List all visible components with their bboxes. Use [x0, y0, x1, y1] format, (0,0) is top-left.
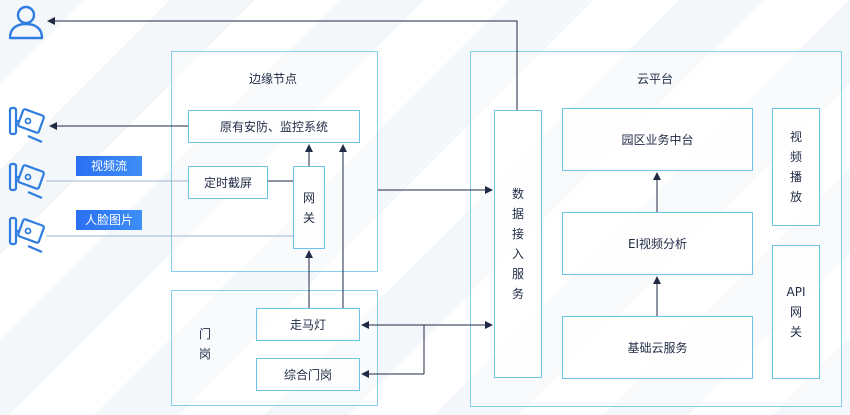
- api-gateway-char: 网: [789, 305, 802, 319]
- ei-video-box[interactable]: [562, 212, 753, 275]
- api-gateway-char: 关: [789, 325, 802, 339]
- video-play-label: 视 频 播 放: [772, 108, 820, 226]
- base-cloud-label: 基础云服务: [627, 341, 688, 355]
- security-system-label: 原有安防、监控系统: [219, 120, 328, 134]
- security-system-box[interactable]: [188, 110, 360, 143]
- api-gateway-box[interactable]: [772, 245, 820, 379]
- camera-icon: [8, 106, 45, 144]
- ei-video-label: EI视频分析: [627, 237, 688, 251]
- gatehouse-char: 门: [198, 327, 211, 341]
- face-image-tag: 人脸图片: [76, 210, 142, 230]
- video-play-char: 播: [789, 170, 802, 184]
- marquee-label: 走马灯: [289, 318, 326, 332]
- marquee-box[interactable]: [256, 308, 360, 341]
- data-access-char: 务: [511, 287, 524, 301]
- video-play-box[interactable]: [772, 108, 820, 226]
- gateway-label: 网 关: [293, 166, 325, 249]
- data-access-char: 接: [511, 227, 524, 241]
- data-access-char: 入: [511, 247, 524, 261]
- edge-node-title: 边缘节点: [249, 72, 298, 86]
- data-access-box[interactable]: [494, 110, 542, 378]
- video-play-char: 频: [789, 150, 802, 164]
- data-access-char: 数: [511, 187, 524, 201]
- data-access-char: 据: [511, 207, 524, 221]
- gateway-char: 网: [302, 190, 315, 205]
- gatehouse-char: 岗: [198, 347, 211, 361]
- camera-icon: [8, 162, 45, 200]
- video-play-char: 放: [789, 190, 802, 204]
- campus-platform-box[interactable]: [562, 108, 753, 171]
- user-icon: [8, 5, 44, 40]
- integrated-gate-box[interactable]: [256, 358, 360, 391]
- integrated-gate-label: 综合门岗: [283, 368, 332, 382]
- data-access-char: 服: [511, 267, 524, 281]
- campus-platform-label: 园区业务中台: [621, 133, 694, 147]
- base-cloud-box[interactable]: [562, 316, 753, 379]
- camera-icon: [8, 216, 45, 254]
- gatehouse-title: 门 岗: [193, 322, 217, 366]
- cloud-platform-title: 云平台: [637, 72, 674, 86]
- video-play-char: 视: [789, 130, 802, 144]
- timed-screenshot-label: 定时截屏: [203, 176, 252, 190]
- gateway-char: 关: [302, 210, 315, 225]
- timed-screenshot-box[interactable]: [188, 166, 268, 199]
- api-gateway-label: API 网 关: [772, 245, 820, 379]
- video-stream-tag: 视频流: [76, 156, 142, 176]
- api-gateway-char: API: [786, 285, 806, 299]
- data-access-label: 数 据 接 入 服 务: [494, 110, 542, 378]
- gateway-box[interactable]: [293, 166, 325, 249]
